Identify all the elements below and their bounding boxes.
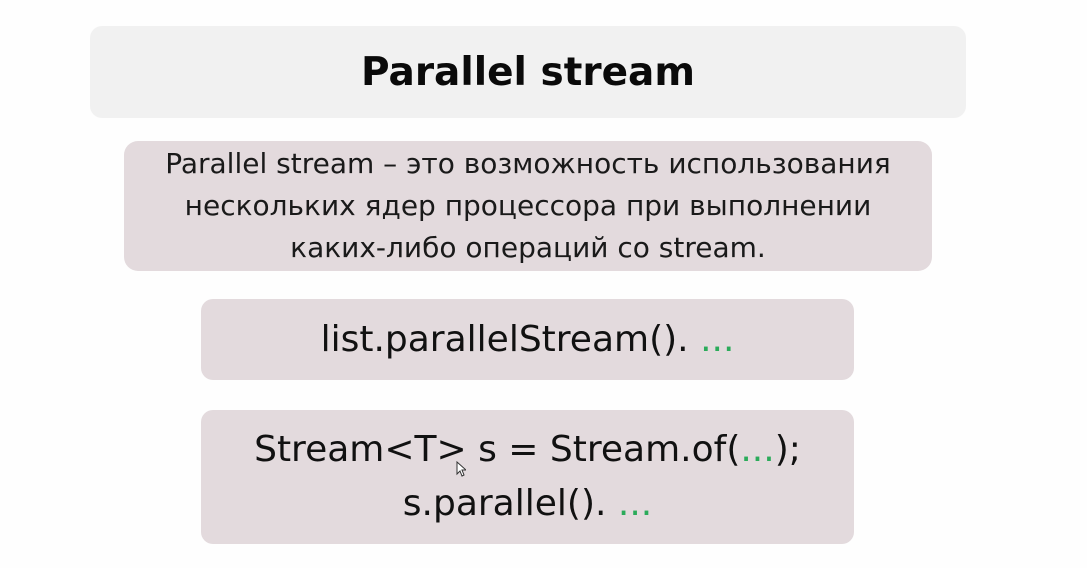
title-box: Parallel stream: [90, 26, 966, 118]
code-line-parallel-stream: list.parallelStream(). ...: [321, 313, 735, 367]
code-ellipsis: ...: [740, 429, 775, 470]
slide-title: Parallel stream: [360, 49, 696, 95]
code-text: Stream<T> s = Stream.of(: [254, 429, 741, 470]
mouse-pointer-icon: [456, 461, 466, 477]
code-ellipsis: ...: [617, 483, 653, 524]
code-ellipsis: ...: [700, 318, 735, 360]
code-example-2: Stream<T> s = Stream.of(...); s.parallel…: [201, 410, 854, 544]
code-text: list.parallelStream().: [320, 318, 701, 360]
code-line-stream-of: Stream<T> s = Stream.of(...);: [254, 423, 801, 477]
code-text: s.parallel().: [402, 483, 618, 524]
code-example-1: list.parallelStream(). ...: [201, 299, 854, 380]
definition-line-1: Parallel stream – это возможность исполь…: [165, 147, 891, 180]
definition-line-3: каких-либо операций со stream.: [290, 231, 766, 264]
definition-line-2: нескольких ядер процессора при выполнени…: [184, 189, 872, 222]
code-line-parallel: s.parallel(). ...: [403, 477, 652, 531]
code-text: );: [774, 429, 801, 470]
definition-box: Parallel stream – это возможность исполь…: [124, 141, 932, 271]
